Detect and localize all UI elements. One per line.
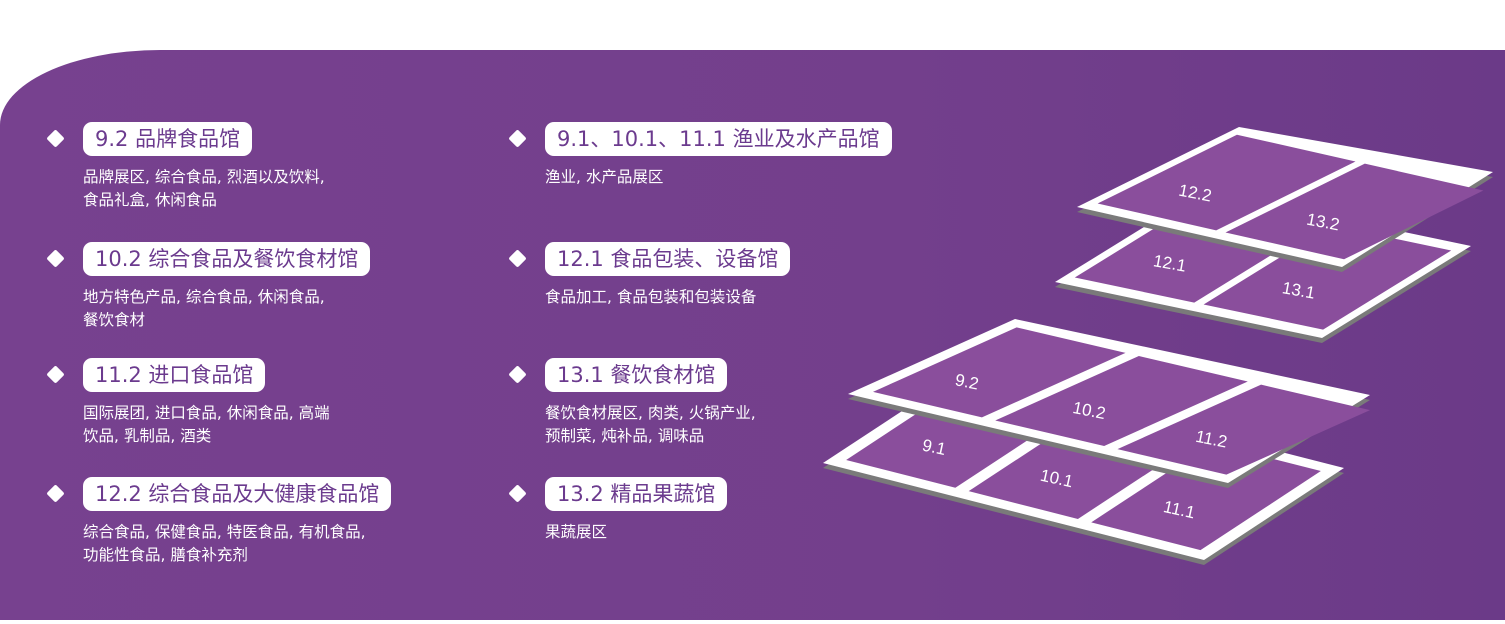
hall-description: 食品加工, 食品包装和包装设备 [545,288,757,306]
hall-item: 12.1 食品包装、设备馆 食品加工, 食品包装和包装设备 [508,242,930,342]
hall-cell [1203,225,1452,330]
hall-item: 13.2 精品果蔬馆 果蔬展区 [508,477,930,577]
hall-title: 12.2 综合食品及大健康食品馆 [83,477,392,511]
diamond-bullet-icon [508,249,527,268]
diamond-bullet-icon [508,484,527,503]
hall-description: 地方特色产品, 综合食品, 休闲食品, 餐饮食材 [83,288,325,329]
hall-description: 综合食品, 保健食品, 特医食品, 有机食品, 功能性食品, 膳食补充剂 [83,523,366,564]
floor-map: 9.110.111.19.210.211.212.113.112.213.2 [823,127,1493,565]
hall-cell [872,327,1126,418]
diamond-bullet-icon [46,365,65,384]
hall-item: 13.1 餐饮食材馆 餐饮食材展区, 肉类, 火锅产业, 预制菜, 炖补品, 调… [508,358,930,458]
hall-title: 12.1 食品包装、设备馆 [545,242,791,276]
diamond-bullet-icon [46,484,65,503]
hall-title: 13.2 精品果蔬馆 [545,477,728,511]
hall-cell [1225,163,1484,260]
hall-item: 10.2 综合食品及餐饮食材馆 地方特色产品, 综合食品, 休闲食品, 餐饮食材 [46,242,468,342]
hall-title: 9.2 品牌食品馆 [83,122,253,156]
hall-item: 11.2 进口食品馆 国际展团, 进口食品, 休闲食品, 高端 饮品, 乳制品,… [46,358,468,458]
diamond-bullet-icon [46,129,65,148]
hall-description: 渔业, 水产品展区 [545,168,664,186]
hall-title: 9.1、10.1、11.1 渔业及水产品馆 [545,122,892,156]
hall-cell-label: 9.1 [921,436,948,460]
diamond-bullet-icon [46,249,65,268]
hall-cell [1091,443,1321,551]
hall-item: 12.2 综合食品及大健康食品馆 综合食品, 保健食品, 特医食品, 有机食品,… [46,477,468,577]
hall-cell-label: 9.2 [953,370,980,393]
hall-title: 11.2 进口食品馆 [83,358,266,392]
hall-cell [995,355,1248,447]
hall-item: 9.1、10.1、11.1 渔业及水产品馆 渔业, 水产品展区 [508,122,930,222]
diamond-bullet-icon [508,365,527,384]
hall-item: 9.2 品牌食品馆 品牌展区, 综合食品, 烈酒以及饮料, 食品礼盒, 休闲食品 [46,122,468,222]
diamond-bullet-icon [508,129,527,148]
hall-description: 国际展团, 进口食品, 休闲食品, 高端 饮品, 乳制品, 酒类 [83,404,330,445]
hall-description: 品牌展区, 综合食品, 烈酒以及饮料, 食品礼盒, 休闲食品 [83,168,325,209]
hall-description: 果蔬展区 [545,523,608,541]
hall-cell [1117,384,1371,475]
hall-cell [1097,134,1356,231]
hall-title: 10.2 综合食品及餐饮食材馆 [83,242,371,276]
hall-title: 13.1 餐饮食材馆 [545,358,728,392]
hall-description: 餐饮食材展区, 肉类, 火锅产业, 预制菜, 炖补品, 调味品 [545,404,756,445]
